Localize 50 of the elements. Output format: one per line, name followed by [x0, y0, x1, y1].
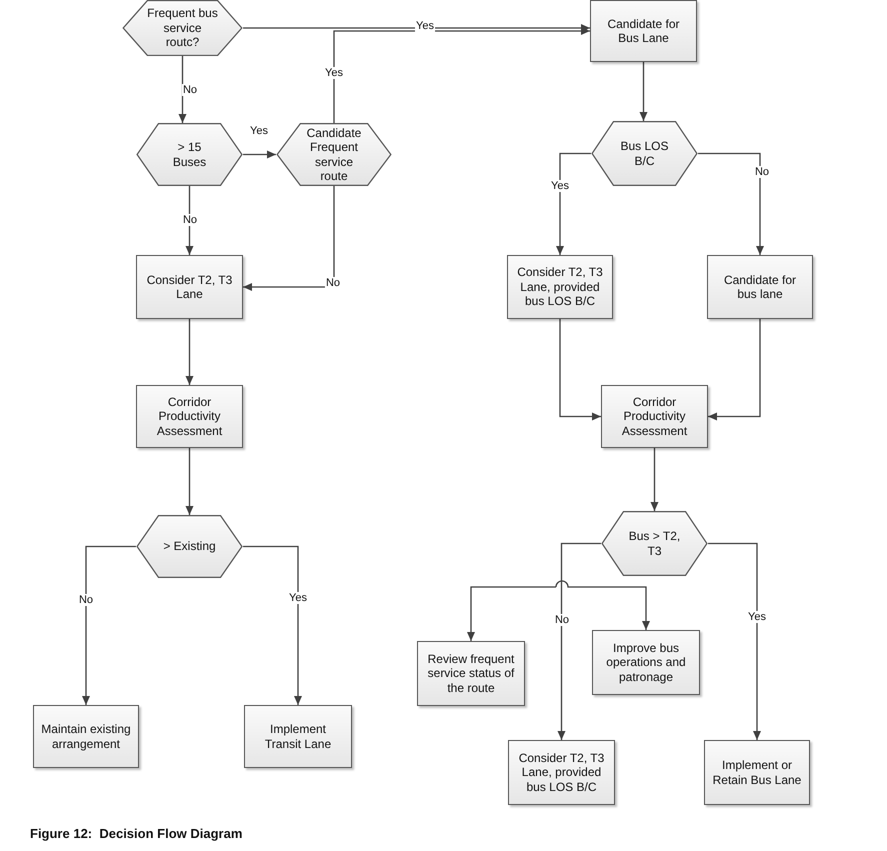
edge-label: Yes — [324, 67, 344, 79]
edge-label: No — [182, 84, 198, 96]
process-box: Improve bus operations and patronage — [592, 630, 700, 695]
arrow — [556, 152, 591, 255]
arrow — [708, 319, 761, 420]
arrow — [650, 448, 658, 511]
edge-label: No — [754, 166, 770, 178]
process-box: Corridor Productivity Assessment — [136, 385, 243, 448]
edge-label: No — [78, 594, 94, 606]
arrow — [243, 186, 335, 291]
arrow — [467, 586, 556, 641]
arrow — [178, 56, 186, 123]
process-box: Candidate for Bus Lane — [590, 0, 697, 62]
process-box: Consider T2, T3 Lane, provided bus LOS B/C — [508, 740, 615, 805]
process-box: Candidate for bus lane — [707, 255, 813, 319]
edge-label: Yes — [747, 611, 767, 623]
decision-hexagon: > 15 Buses — [136, 123, 243, 186]
arrow — [243, 150, 276, 158]
edge-label: Yes — [550, 180, 570, 192]
decision-hexagon: Bus > T2, T3 — [601, 511, 708, 576]
process-box: Consider T2, T3 Lane — [136, 255, 243, 319]
decision-hexagon: > Existing — [136, 515, 243, 578]
arrow — [558, 542, 601, 740]
process-box: Review frequent service status of the route — [417, 641, 525, 706]
edge-label: No — [324, 277, 342, 289]
edge-label: No — [554, 614, 570, 626]
edge-label: No — [182, 214, 198, 226]
arrow — [186, 319, 194, 385]
decision-hexagon: Frequent bus service routc? — [122, 0, 243, 56]
process-box: Corridor Productivity Assessment — [601, 385, 708, 448]
edge-label: Yes — [249, 125, 269, 137]
process-box: Maintain existing arrangement — [33, 705, 139, 768]
arrow — [186, 448, 194, 515]
arrow — [708, 542, 761, 740]
arrow — [82, 546, 136, 705]
edge-label: Yes — [288, 592, 308, 604]
arrow — [555, 580, 650, 630]
arrow — [243, 546, 302, 705]
process-box: Consider T2, T3 Lane, provided bus LOS B/C — [507, 255, 613, 319]
arrow — [243, 24, 590, 32]
arrow — [559, 319, 601, 420]
arrow — [698, 152, 764, 255]
figure-caption: Figure 12: Decision Flow Diagram — [30, 825, 242, 843]
arrow — [333, 27, 590, 123]
edge-label: Yes — [415, 20, 435, 32]
process-box: Implement or Retain Bus Lane — [704, 740, 810, 805]
arrow — [640, 62, 648, 121]
decision-hexagon: Bus LOS B/C — [591, 121, 698, 186]
decision-hexagon: Candidate Frequent service route — [276, 123, 392, 186]
process-box: Implement Transit Lane — [244, 705, 352, 768]
